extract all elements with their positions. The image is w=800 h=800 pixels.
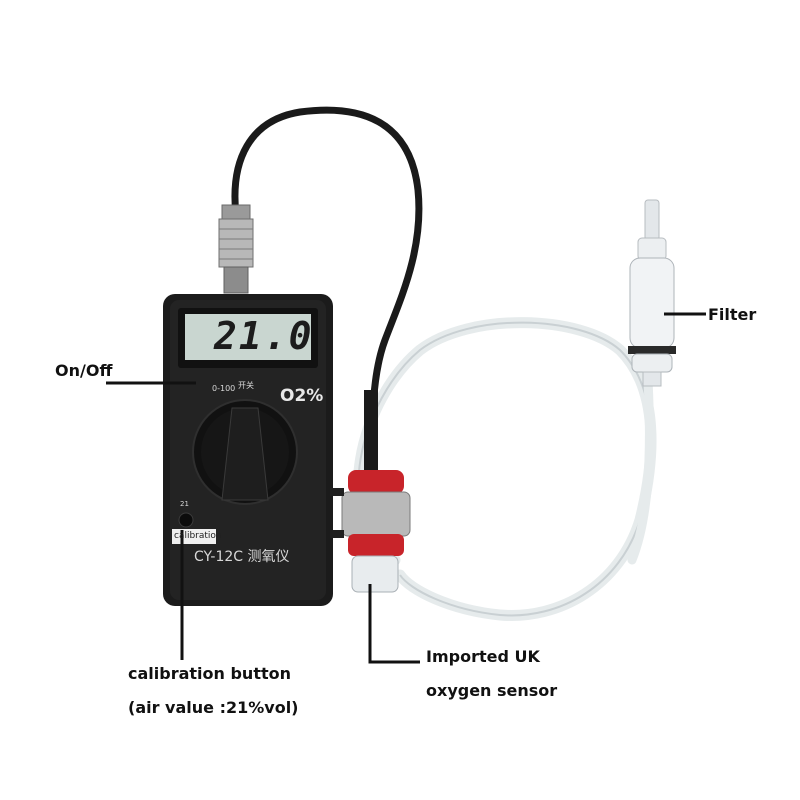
calibration-label-line1: calibration button [128,664,291,683]
switch-label: 开关 [238,381,254,390]
calibration-button[interactable] [178,512,194,528]
sensor-label-line1: Imported UK [426,647,540,666]
meter-body [163,294,333,606]
sensor-label-line2: oxygen sensor [426,681,558,700]
oxygen-sensor [330,390,411,593]
callout-leader-lines [106,312,706,664]
sensor-cable [231,106,423,474]
tubing-to-filter [627,375,654,565]
range-label: 0-100 [212,384,236,393]
model-label: CY-12C 测氧仪 [194,549,290,565]
filter-label: Filter [708,305,757,324]
cable-connector [218,204,254,294]
calibration-tag-text: calibration [174,531,222,541]
lcd-reading: 21.0 [214,314,314,358]
calibration-scale: 21 [180,500,189,508]
calibration-label-line2: (air value :21%vol) [128,698,299,717]
filter [628,199,676,387]
lcd-display [185,314,311,360]
unit-label: O2% [280,386,324,406]
on-off-label: On/Off [55,361,113,380]
sensor-leader [368,584,420,664]
